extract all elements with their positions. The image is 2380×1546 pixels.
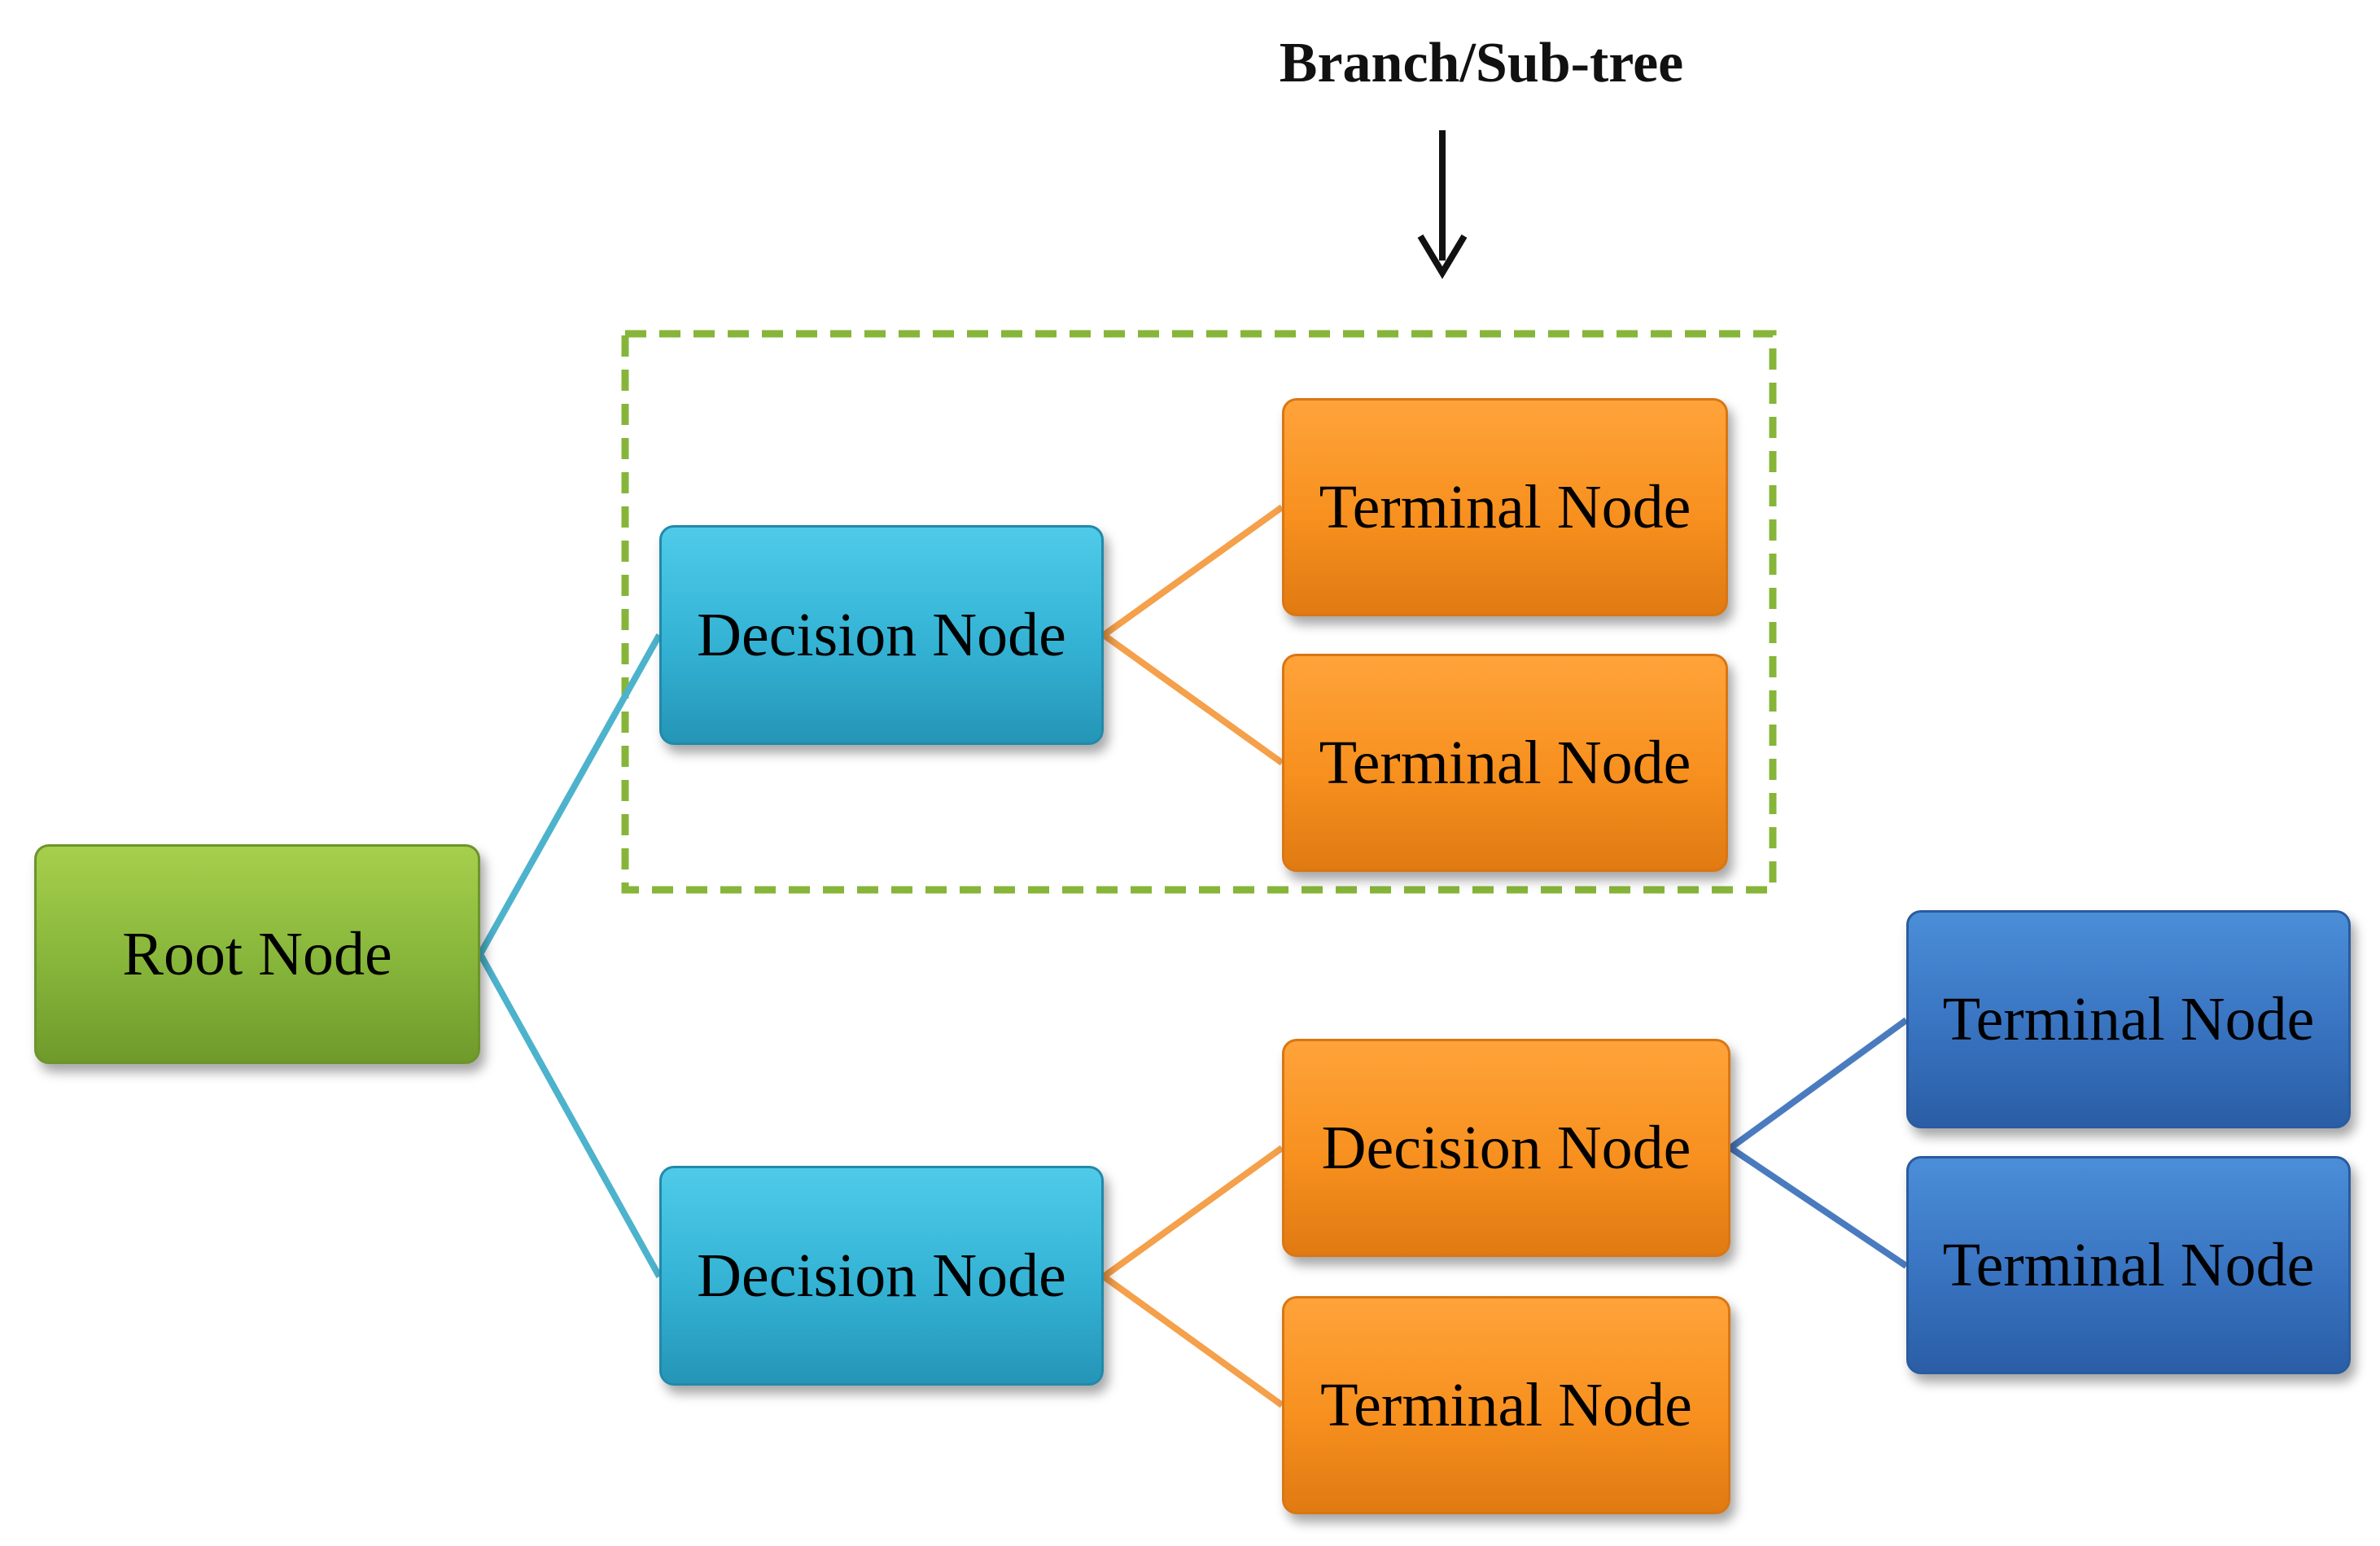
terminal-node-bottom: Terminal Node [1282,1296,1730,1514]
edge-decision-top-terminal-1 [1101,504,1284,638]
terminal-node-right-1: Terminal Node [1906,910,2351,1128]
decision-node-top: Decision Node [659,525,1104,745]
terminal-node-top-1: Terminal Node [1282,398,1728,616]
decision-node-bottom: Decision Node [659,1166,1104,1386]
edge-decision-bottom-terminal [1101,1273,1284,1408]
edge-root-decision-bottom [477,953,663,1278]
decision-node-bottom-child: Decision Node [1282,1039,1730,1257]
subtree-dashed-border [621,330,1777,894]
root-node: Root Node [34,844,480,1064]
subtree-title: Branch/Sub-tree [1279,32,1684,94]
subtree-arrow-head [1417,234,1468,279]
terminal-node-right-2: Terminal Node [1906,1156,2351,1374]
terminal-node-top-2: Terminal Node [1282,654,1728,872]
edge-decision-child-terminal-2 [1728,1145,1909,1269]
edge-decision-child-terminal-1 [1728,1017,1909,1151]
edge-decision-top-terminal-2 [1101,632,1284,766]
edge-decision-bottom-decision-child [1101,1145,1284,1280]
edge-root-decision-top [477,633,663,956]
